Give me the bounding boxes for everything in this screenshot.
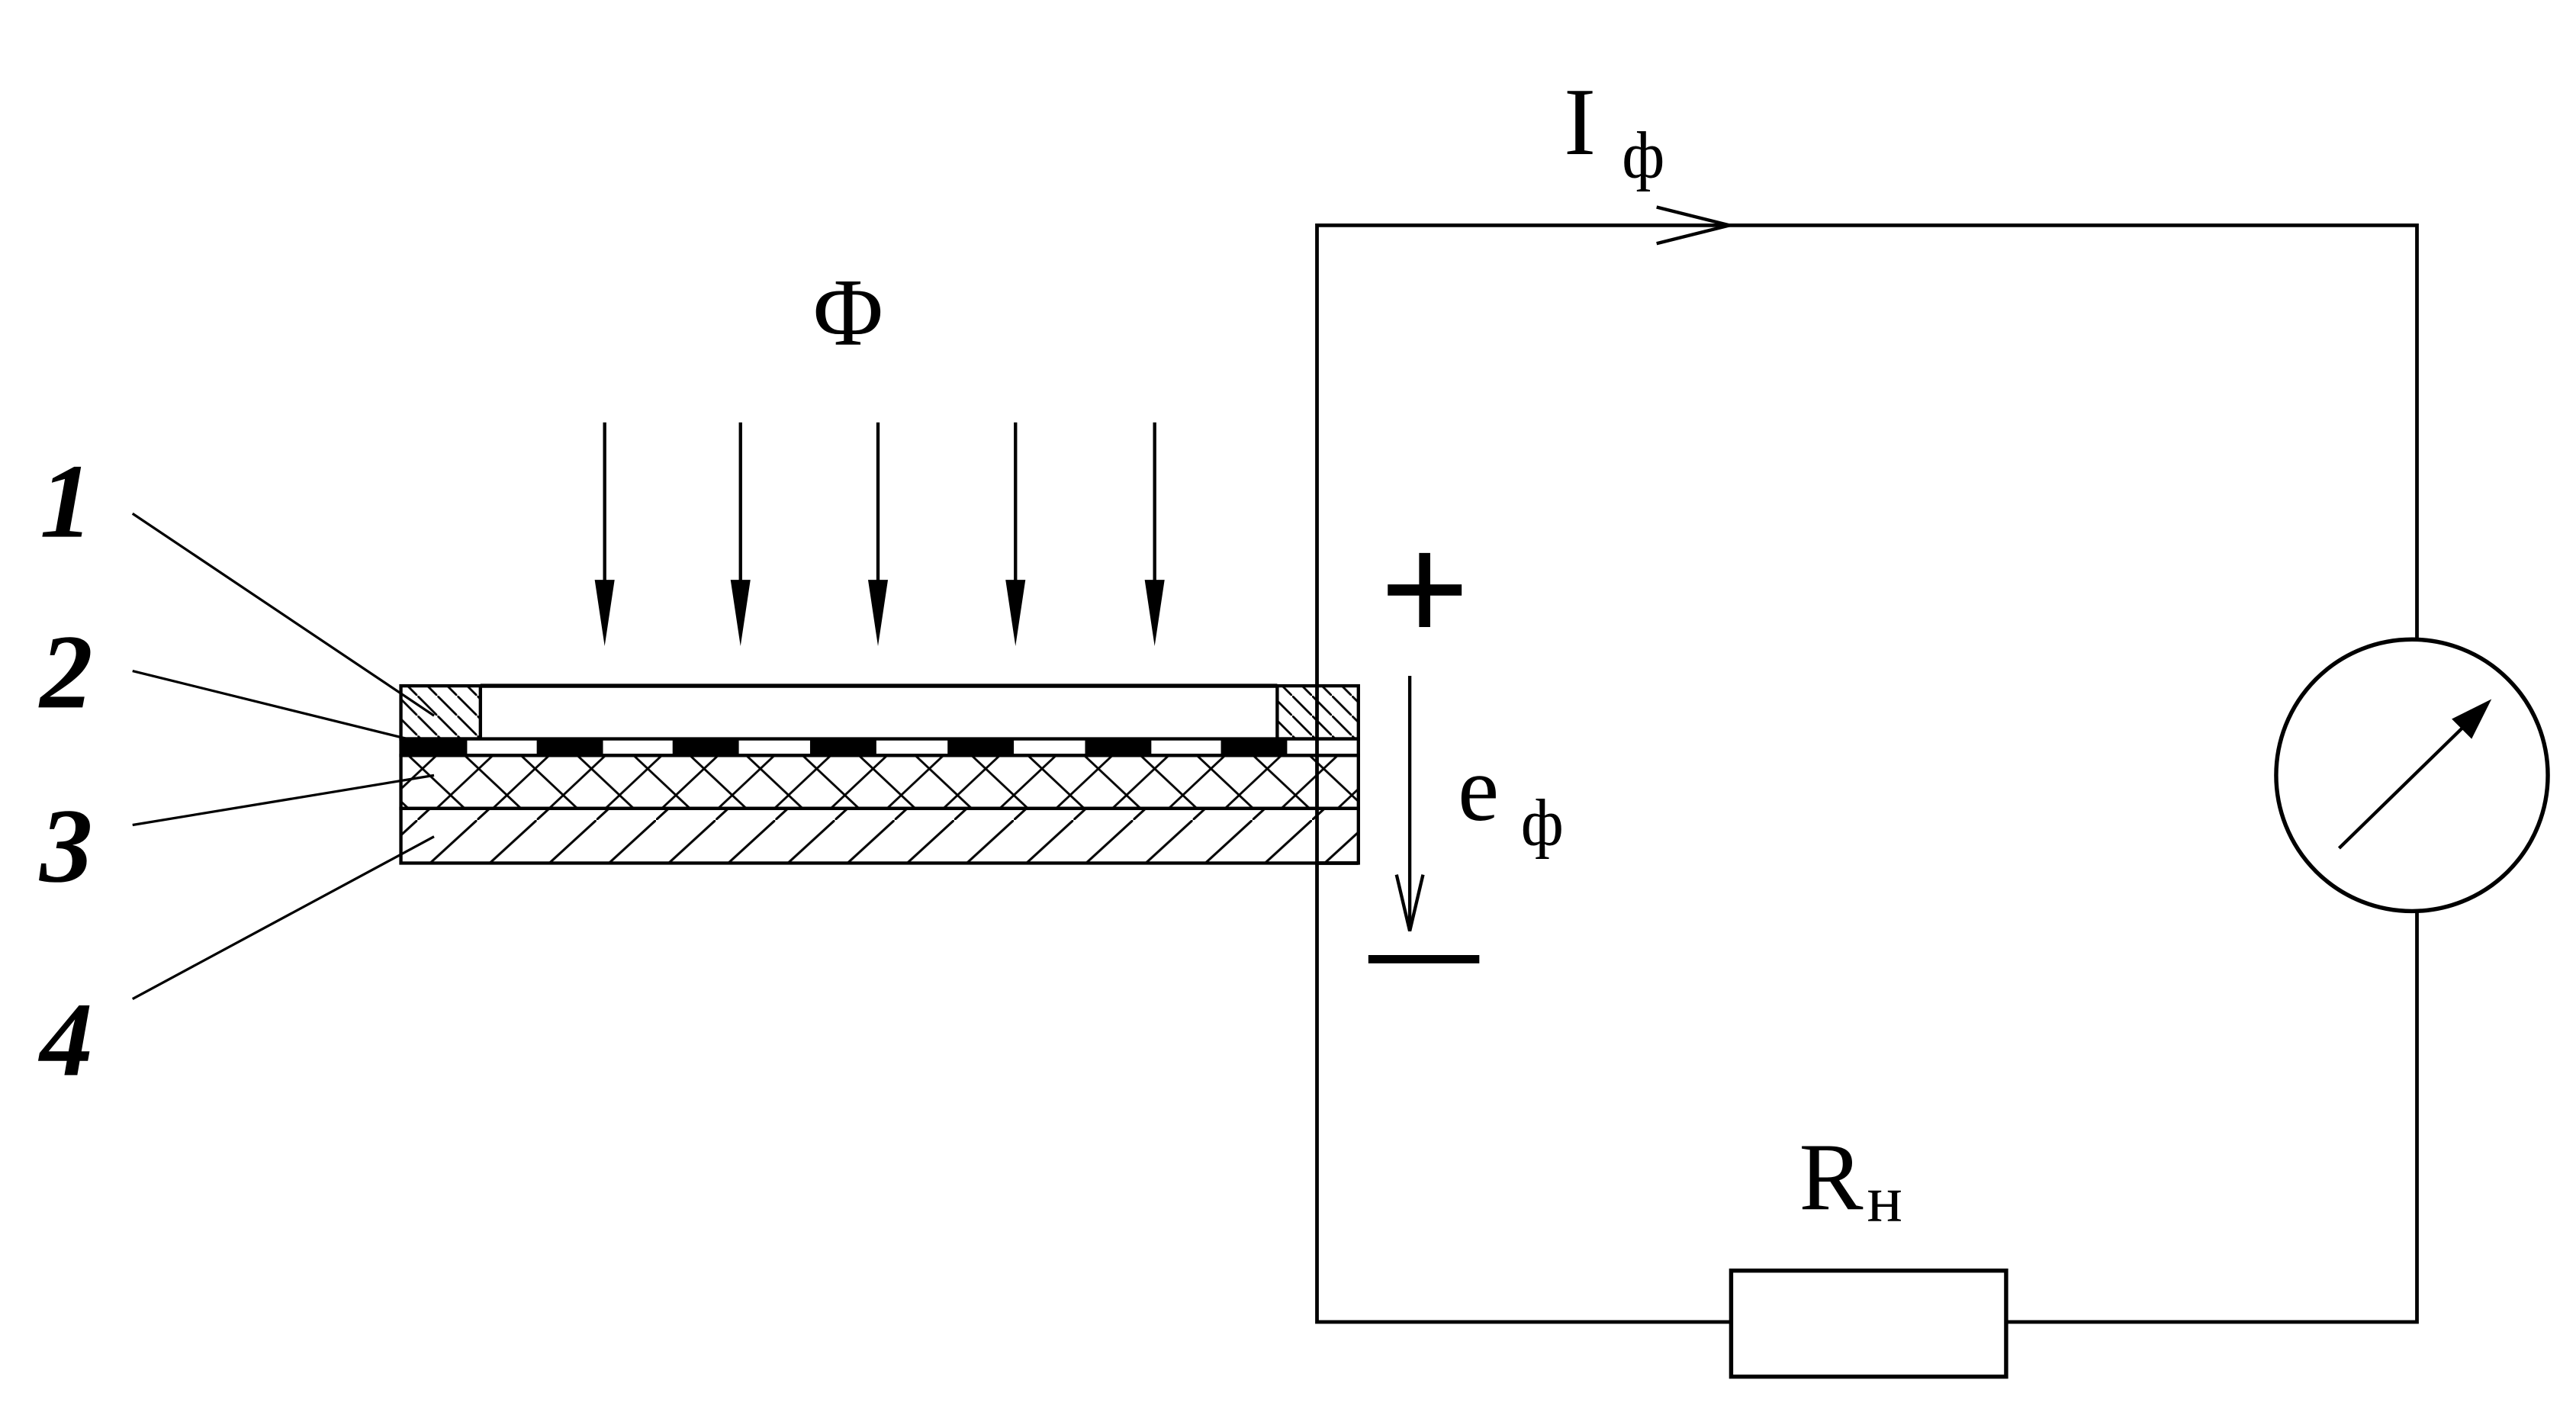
top-contact-left — [399, 683, 482, 741]
layer-number: 1 — [40, 443, 92, 561]
svg-text:н: н — [1867, 1163, 1902, 1236]
circuit-wire — [1315, 863, 1732, 1324]
light-flux-arrows — [594, 422, 1165, 646]
plus-sign: + — [1379, 502, 1470, 678]
emf-arrow — [1394, 676, 1425, 931]
layer-number: 3 — [38, 787, 92, 905]
semiconductor-layer — [399, 754, 1360, 810]
flux-arrow — [1144, 422, 1165, 646]
svg-text:ф: ф — [1622, 118, 1664, 191]
circuit-wire — [2005, 911, 2419, 1324]
flux-arrow — [1005, 422, 1026, 646]
layer-callouts: 1 2 3 4 — [37, 443, 435, 1098]
photocell-structure — [399, 683, 1360, 865]
resistor-icon — [1729, 1268, 2008, 1379]
flux-arrow — [867, 422, 889, 646]
svg-text:R: R — [1799, 1124, 1863, 1230]
base-layer — [399, 806, 1360, 865]
circuit-wire — [1315, 223, 2419, 865]
emf-label: e ф — [1458, 738, 1564, 860]
flux-arrow — [594, 422, 615, 646]
resistor-label: R н — [1799, 1124, 1902, 1235]
grid-electrodes — [400, 738, 1288, 756]
layer-number: 4 — [37, 981, 92, 1098]
current-arrow — [1656, 205, 1730, 246]
svg-text:e: e — [1458, 738, 1499, 841]
svg-text:ф: ф — [1521, 786, 1564, 860]
galvanometer-icon — [2274, 637, 2550, 914]
current-label: I ф — [1564, 69, 1664, 191]
layer-number: 2 — [38, 613, 92, 731]
flux-arrow — [730, 422, 751, 646]
flux-label: Φ — [813, 260, 883, 366]
svg-text:I: I — [1564, 69, 1596, 175]
